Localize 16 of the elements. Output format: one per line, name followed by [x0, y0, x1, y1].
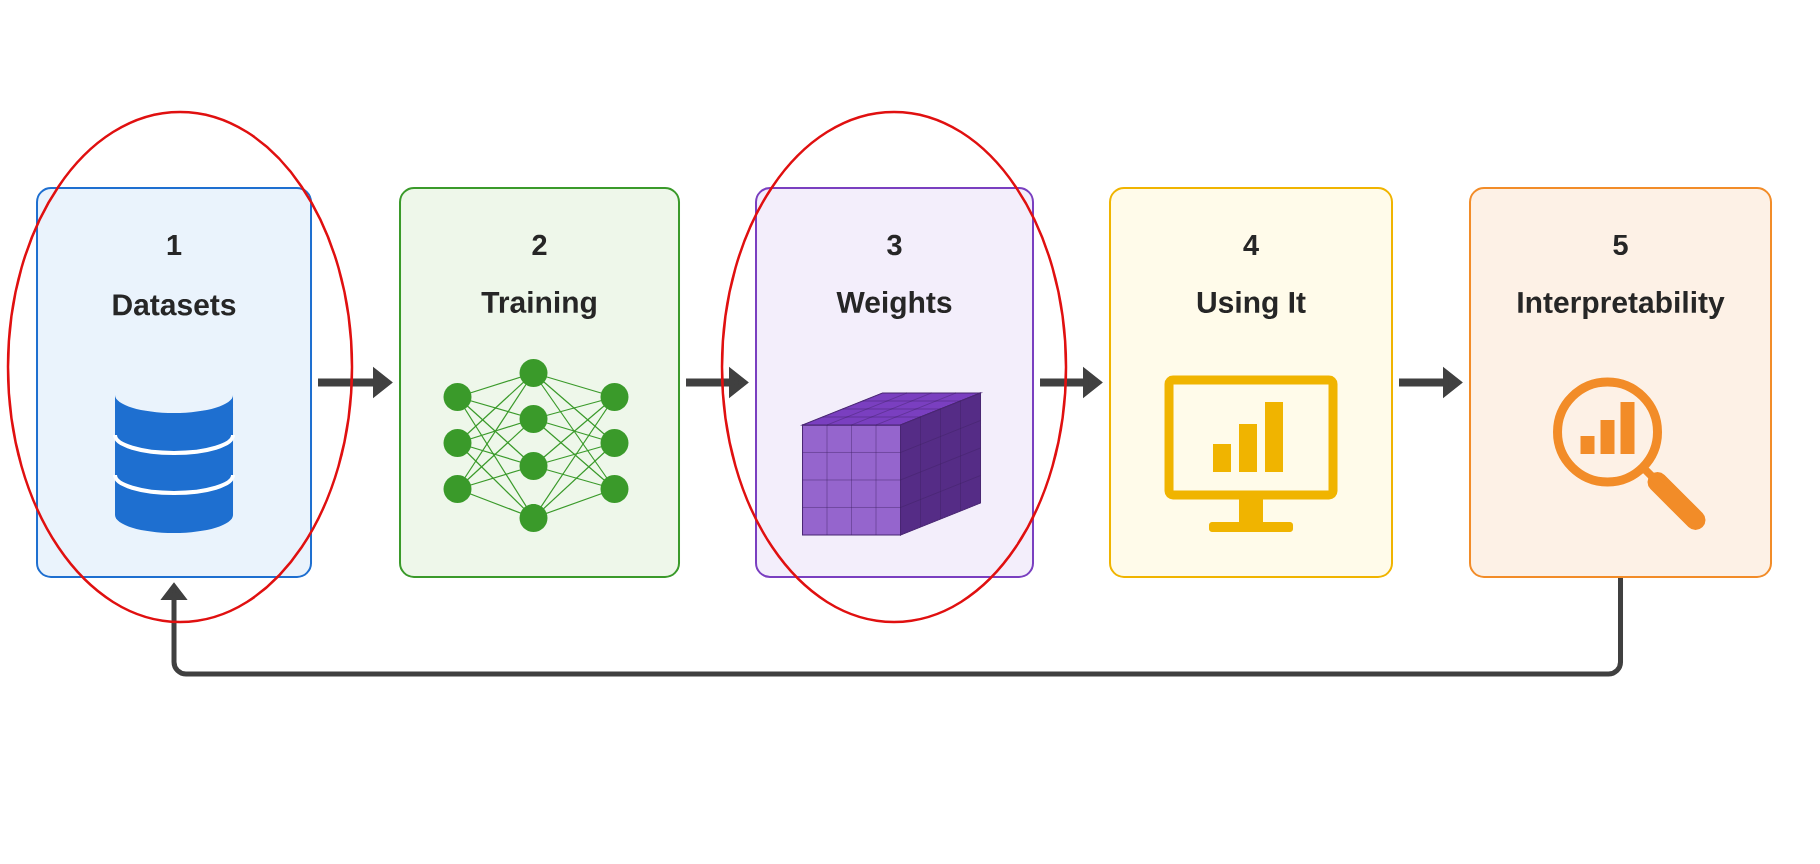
step-title: Using It — [1197, 290, 1306, 320]
step-title: Training — [481, 290, 596, 320]
step-number: 2 — [532, 234, 547, 256]
process-box — [1469, 187, 1772, 578]
arrow — [160, 578, 1623, 677]
process-box — [1109, 187, 1393, 578]
step-number: 5 — [1613, 234, 1628, 256]
step-number: 1 — [167, 235, 182, 255]
step-title: Weights — [836, 290, 952, 320]
process-box — [36, 187, 312, 578]
step-title: Interpretability — [1518, 291, 1725, 319]
process-box — [755, 187, 1034, 578]
step-number: 4 — [1243, 235, 1259, 255]
step-number: 3 — [887, 234, 902, 256]
process-box — [399, 187, 680, 578]
step-title: Datasets — [113, 294, 236, 316]
